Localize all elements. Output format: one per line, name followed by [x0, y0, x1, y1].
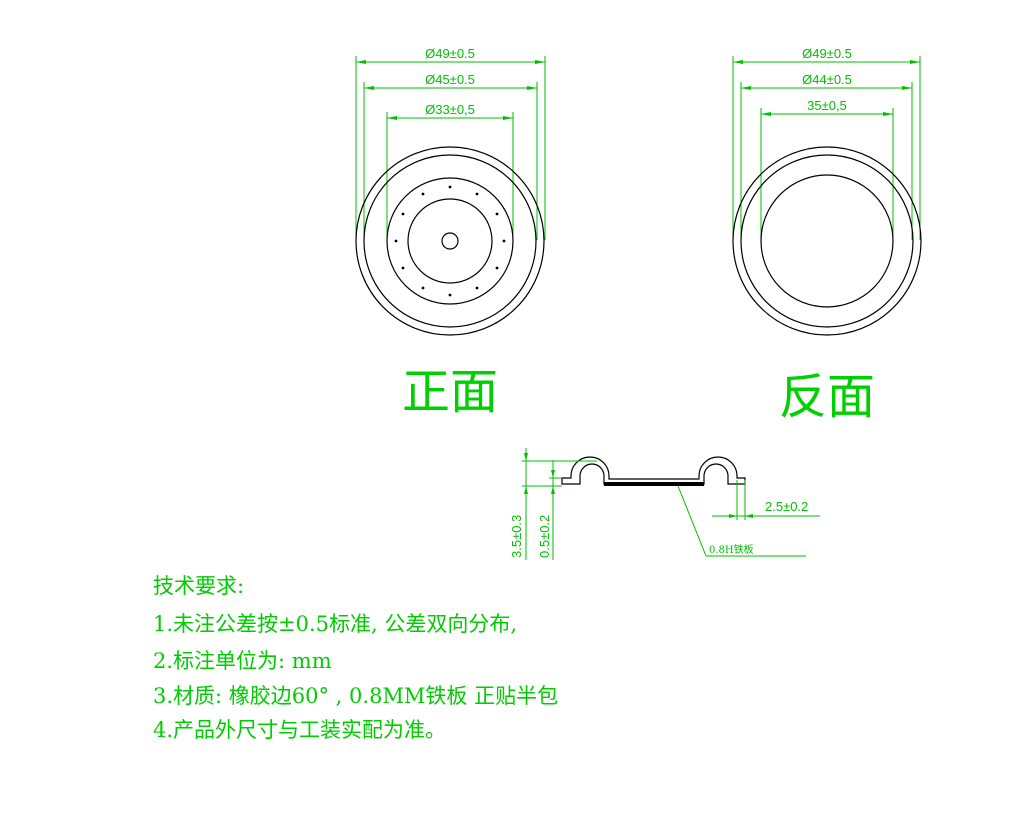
front-view-title: 正面 — [402, 364, 498, 420]
section-dim-plate-thickness: 0.5±0.2 — [537, 515, 552, 558]
front-hole-pattern — [394, 185, 506, 297]
section-view: 3.5±0.3 0.5±0.2 2.5±0.2 0.8H铁板 — [509, 448, 820, 560]
back-view-title: 反面 — [779, 369, 875, 425]
back-view: Ø49±0.5 Ø44±0.5 35±0,5 反面 — [732, 46, 922, 425]
requirement-item-4: 4.产品外尺寸与工装实配为准。 — [153, 718, 447, 742]
front-dim-inner: Ø33±0,5 — [425, 102, 475, 117]
section-dim-edge: 2.5±0.2 — [765, 499, 808, 514]
back-dim-outer: Ø49±0.5 — [802, 46, 852, 61]
front-dim-middle: Ø45±0.5 — [425, 72, 475, 87]
requirement-item-3: 3.材质: 橡胶边60° , 0.8MM铁板 正贴半包 — [153, 684, 559, 708]
section-dim-total-height: 3.5±0.3 — [509, 515, 524, 558]
back-dim-inner: 35±0,5 — [807, 98, 847, 113]
requirements-heading: 技术要求: — [153, 574, 245, 598]
front-dim-outer: Ø49±0.5 — [425, 46, 475, 61]
section-callout-label: 0.8H铁板 — [709, 543, 754, 556]
requirement-item-1: 1.未注公差按±0.5标准, 公差双向分布, — [153, 612, 518, 636]
front-view: Ø49±0.5 Ø45±0.5 Ø33±0,5 正面 — [355, 46, 546, 420]
requirement-item-2: 2.标注单位为: mm — [153, 649, 332, 673]
back-dim-middle: Ø44±0.5 — [802, 72, 852, 87]
